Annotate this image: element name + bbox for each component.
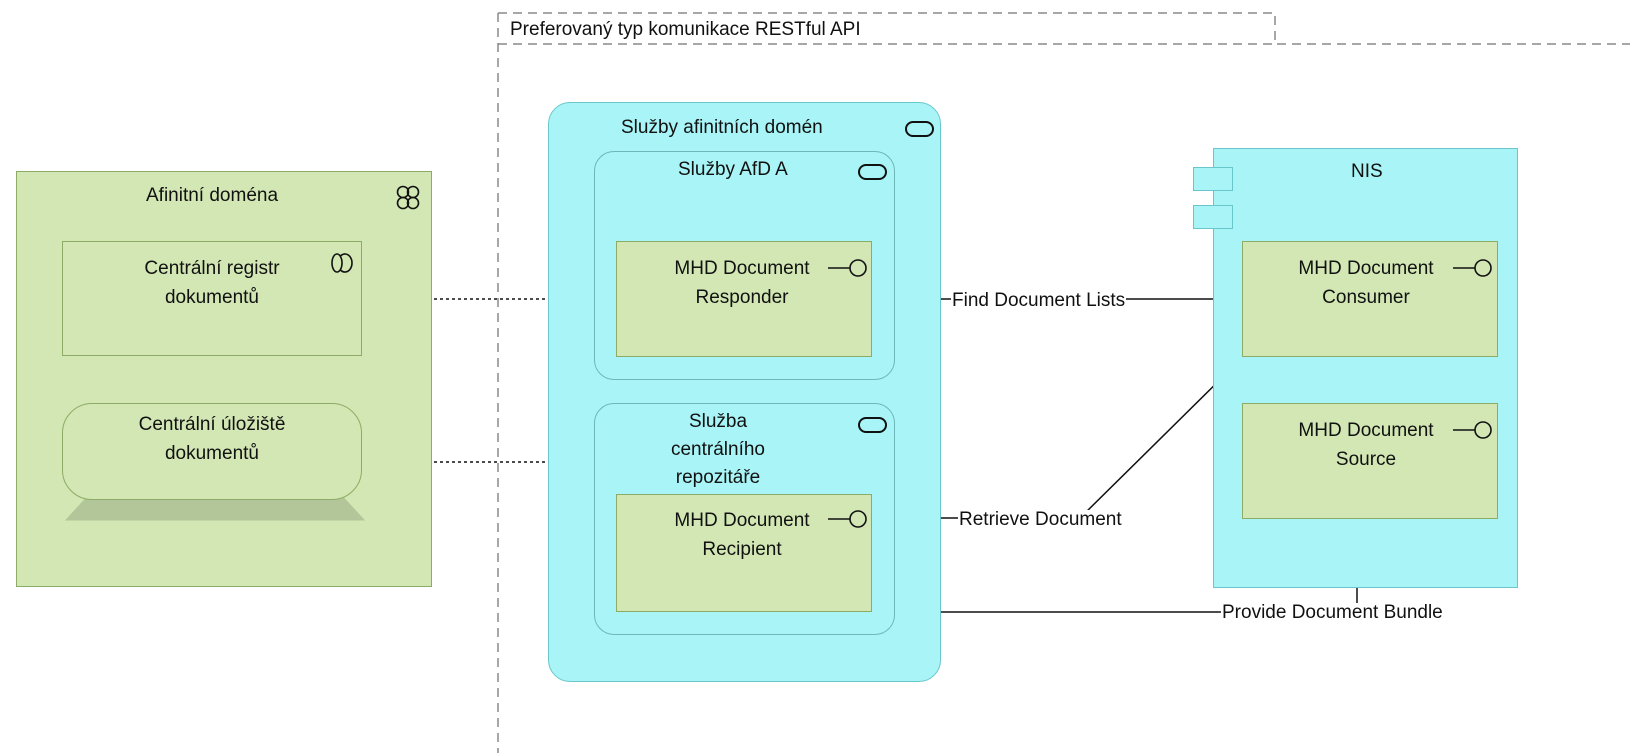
nis-title: NIS <box>1351 161 1383 182</box>
service-icon <box>858 417 887 433</box>
nis-box[interactable] <box>1213 148 1518 588</box>
component-icon <box>1193 167 1233 229</box>
source-label: MHD Document Source <box>1298 420 1434 470</box>
service-icon <box>905 121 934 137</box>
role-icon <box>331 253 353 273</box>
group-border <box>497 12 1630 753</box>
registry-box[interactable] <box>62 241 362 356</box>
afinitni-domena-box[interactable] <box>16 171 432 587</box>
storage-box[interactable] <box>62 403 362 500</box>
source-box[interactable] <box>1242 403 1498 519</box>
responder-box[interactable] <box>616 241 872 357</box>
find-document-lists-label: Find Document Lists <box>951 290 1127 311</box>
provide-document-bundle-label: Provide Document Bundle <box>1221 602 1444 623</box>
consumer-label: MHD Document Consumer <box>1298 258 1434 308</box>
group-title: Preferovaný typ komunikace RESTful API <box>510 19 861 40</box>
afd-a-title: Služby AfD A <box>678 159 788 180</box>
responder-label: MHD Document Responder <box>674 258 810 308</box>
registry-label: Centrální registr dokumentů <box>144 258 280 308</box>
interface-icon <box>1453 259 1492 277</box>
recipient-box[interactable] <box>616 494 872 612</box>
retrieve-document-label: Retrieve Document <box>958 509 1123 530</box>
collaboration-icon <box>396 185 420 210</box>
interface-icon <box>1453 421 1492 439</box>
interface-icon <box>828 259 867 277</box>
afinitni-domena-title: Afinitní doména <box>146 185 279 206</box>
recipient-label: MHD Document Recipient <box>674 510 810 560</box>
interface-icon <box>828 510 867 528</box>
service-icon <box>858 164 887 180</box>
sluzby-afd-title: Služby afinitních domén <box>621 117 823 138</box>
consumer-box[interactable] <box>1242 241 1498 357</box>
repozitar-title: Služba centrálního repozitáře <box>670 411 765 488</box>
storage-label: Centrální úložiště dokumentů <box>138 414 286 464</box>
